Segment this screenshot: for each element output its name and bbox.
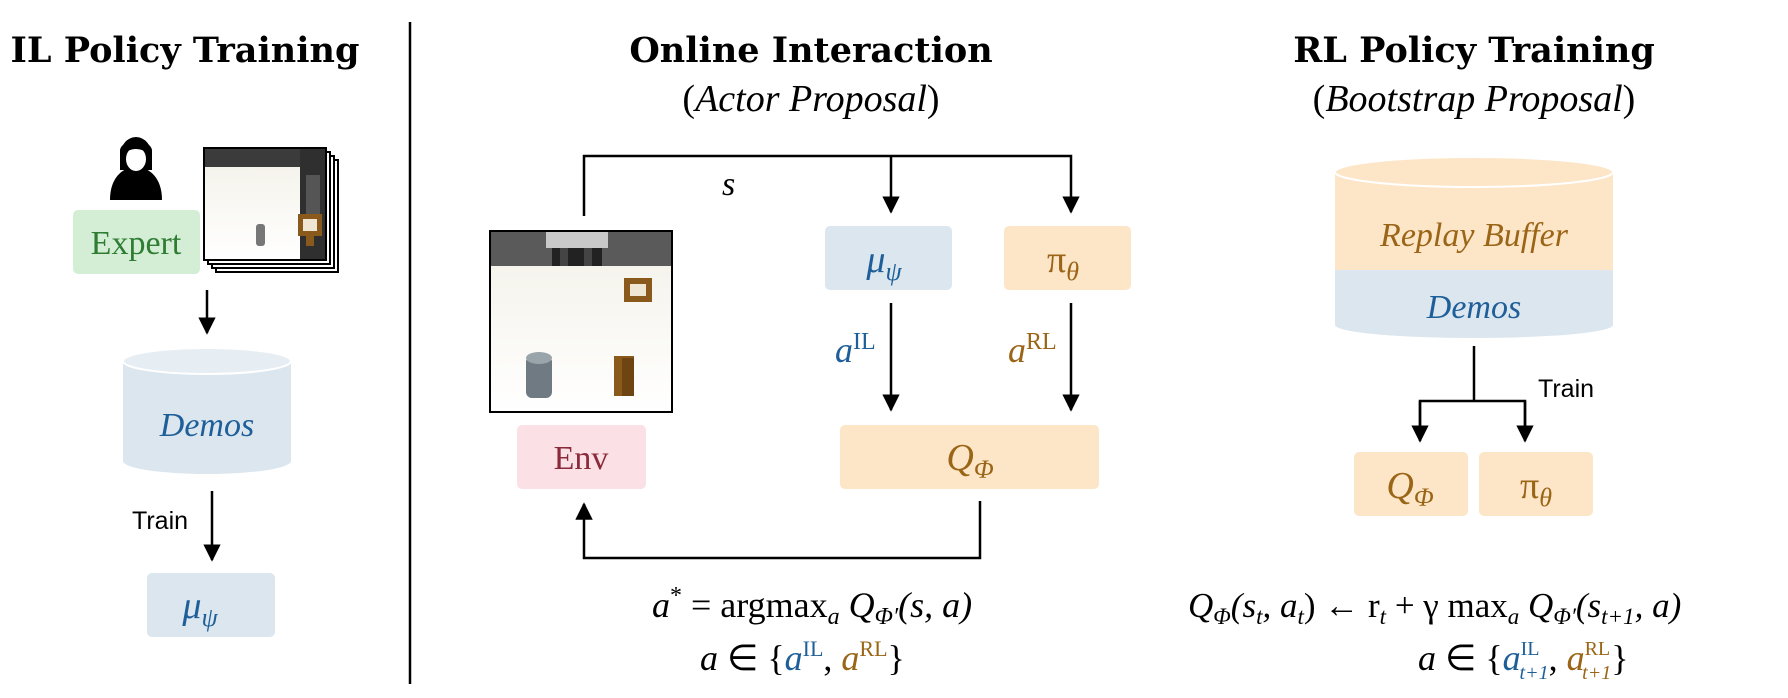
- rl-demos-label: Demos: [1426, 289, 1521, 326]
- expert-box: [73, 210, 200, 274]
- il-demos-label: Demos: [159, 407, 254, 444]
- online-il-policy-box: [825, 226, 952, 290]
- il-train-label: Train: [132, 507, 188, 535]
- rl-q-label: QΦ: [1386, 465, 1433, 512]
- scene-stack-image: [203, 147, 339, 273]
- rl-equation-1: QΦ(st, at) ← rt + γ maxa QΦ′(st+1, a): [1188, 586, 1681, 629]
- online-rl-policy-box: [1004, 226, 1131, 290]
- rl-panel: RL Policy Training (Bootstrap Proposal) …: [1188, 30, 1681, 684]
- expert-label: Expert: [91, 225, 182, 262]
- rl-pi-box: [1479, 452, 1593, 516]
- online-equation-1: a* = argmaxa QΦ′(s, a): [652, 583, 972, 630]
- online-rl-policy-label: πθ: [1047, 239, 1079, 286]
- il-policy-box: [147, 573, 275, 637]
- env-box: [517, 425, 646, 489]
- online-il-policy-label: μψ: [865, 239, 902, 286]
- state-label: s: [722, 166, 735, 203]
- rl-pi-label: πθ: [1520, 465, 1552, 512]
- replay-buffer-cylinder: [1334, 156, 1614, 338]
- online-title: Online Interaction: [629, 30, 992, 71]
- il-panel: IL Policy Training Expert: [11, 30, 360, 637]
- person-icon: [110, 137, 162, 200]
- env-label: Env: [554, 440, 609, 477]
- online-subtitle: (Actor Proposal): [682, 78, 939, 120]
- rl-q-box: [1354, 452, 1468, 516]
- rl-train-label: Train: [1538, 375, 1594, 403]
- online-equation-2: a ∈ {aIL, aRL}: [700, 636, 905, 678]
- q-to-env-line: [575, 501, 982, 560]
- il-title: IL Policy Training: [11, 30, 360, 71]
- replay-buffer-label: Replay Buffer: [1379, 217, 1569, 254]
- rl-subtitle: (Bootstrap Proposal): [1313, 78, 1636, 120]
- online-q-label: QΦ: [946, 437, 993, 484]
- action-il-label: aIL: [835, 329, 876, 370]
- online-panel: Online Interaction (Actor Proposal) s En…: [489, 30, 1131, 678]
- il-demos-cylinder: [122, 347, 292, 474]
- env-scene-image: [489, 230, 673, 413]
- train-branch: [1418, 399, 1527, 439]
- il-policy-label: μψ: [181, 585, 218, 632]
- state-line: [582, 154, 1080, 216]
- rl-title: RL Policy Training: [1293, 30, 1655, 71]
- action-rl-label: aRL: [1008, 329, 1057, 370]
- online-q-box: [840, 425, 1099, 489]
